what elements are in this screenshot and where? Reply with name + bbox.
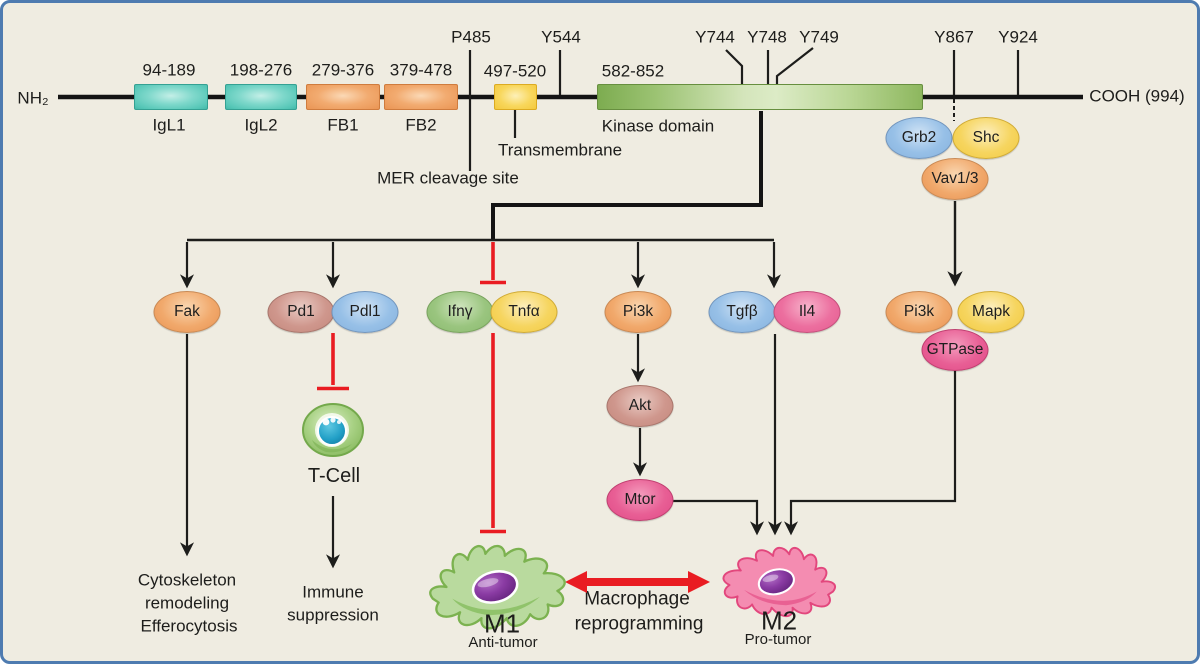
site-y544: Y544 [541,27,581,47]
node-tnfa: Tnfα [490,291,558,333]
y744-tick [725,49,744,85]
range-igl1: 94-189 [142,60,196,80]
node-pdl1: Pdl1 [331,291,399,333]
site-y749: Y749 [799,27,839,47]
nh2-label: NH₂ [17,88,49,108]
domain-box-kinase [597,84,923,110]
node-ifng: Ifnγ [426,291,494,333]
node-tgfb: Tgfβ [708,291,776,333]
node-pd1: Pd1 [267,291,335,333]
label-igl1: IgL1 [152,115,186,135]
node-mapk: Mapk [957,291,1025,333]
node-vav13: Vav1/3 [921,158,989,200]
node-fak: Fak [153,291,221,333]
label-fb2: FB2 [405,115,437,135]
label-kinase-domain: Kinase domain [601,116,715,136]
site-y924: Y924 [998,27,1038,47]
range-igl2: 198-276 [229,60,293,80]
reprogramming-label-line2: reprogramming [574,613,704,635]
outcome-cytoskeleton-line2: remodeling [144,593,230,613]
outcome-cytoskeleton-line3: Efferocytosis [140,616,238,636]
node-gtpase: GTPase [921,329,989,371]
m2-label: M2 [760,605,798,636]
connector-layer [58,47,1083,593]
label-transmembrane: Transmembrane [497,140,623,160]
outcome-immune-line1: Immune [302,582,364,602]
arrow-gtpase-to-m2 [783,370,957,536]
m1-sublabel: Anti-tumor [468,633,538,651]
node-shc: Shc [952,117,1020,159]
domain-box-fb1 [306,84,380,110]
label-igl2: IgL2 [244,115,278,135]
label-fb1: FB1 [327,115,359,135]
kinase-output-elbow [491,111,763,240]
arrow-mtor-to-m2 [673,499,765,536]
site-y867: Y867 [934,27,974,47]
node-akt: Akt [606,385,674,427]
domain-box-fb2 [384,84,458,110]
range-fb1: 279-376 [311,60,375,80]
tcell-icon [302,403,364,457]
node-mtor: Mtor [606,479,674,521]
inhibition-lines [317,242,506,534]
m2-cell-icon [722,546,837,618]
site-p485: P485 [451,27,491,47]
outcome-cytoskeleton-line1: Cytoskeleton [137,570,237,590]
reprogramming-label-line1: Macrophage [584,588,690,610]
m1-label: M1 [483,608,521,639]
m2-sublabel: Pro-tumor [744,630,812,648]
reprogramming-double-arrow [565,571,710,593]
m1-cell-icon [429,544,566,630]
y749-tick [775,47,814,85]
domain-box-igl1 [134,84,208,110]
domain-box-igl2 [225,84,297,110]
mer-cleavage-site-label: MER cleavage site [377,168,519,188]
outcome-immune-line2: suppression [287,605,379,625]
range-kinase: 582-852 [601,61,665,81]
node-pi3k: Pi3k [604,291,672,333]
tcell-label: T-Cell [307,465,361,487]
cooh-label: COOH (994) [1089,86,1185,106]
node-pi3k-right: Pi3k [885,291,953,333]
node-il4: Il4 [773,291,841,333]
domain-box-transmembrane [494,84,537,110]
node-grb2: Grb2 [885,117,953,159]
site-y748: Y748 [747,27,787,47]
range-tm: 497-520 [483,61,547,81]
site-y744: Y744 [695,27,735,47]
range-fb2: 379-478 [389,60,453,80]
